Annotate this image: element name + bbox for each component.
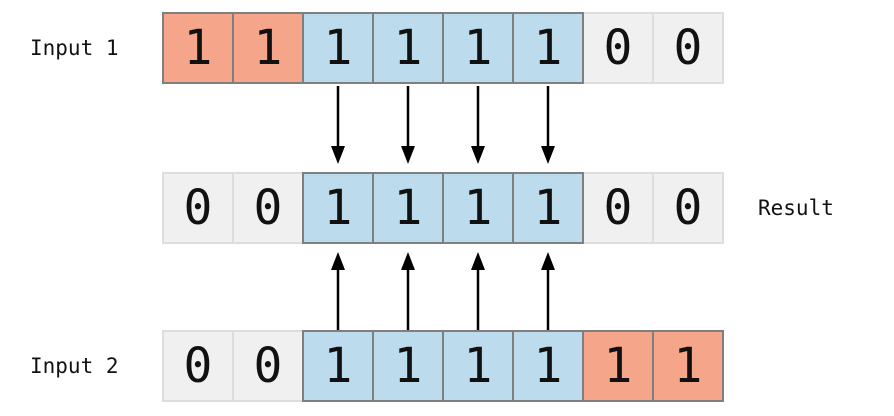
up-arrow: [471, 252, 485, 330]
bit-cell-result-0: 0: [162, 172, 234, 244]
bit-cell-input1-0: 1: [162, 12, 234, 84]
bit-cell-result-7: 0: [652, 172, 724, 244]
bit-cell-input1-2: 1: [302, 12, 374, 84]
bit-cell-input1-3: 1: [372, 12, 444, 84]
bit-cell-input1-7: 0: [652, 12, 724, 84]
bit-cell-input2-5: 1: [512, 330, 584, 402]
bit-cell-input2-7: 1: [652, 330, 724, 402]
down-arrow: [401, 86, 415, 164]
bit-cell-result-1: 0: [232, 172, 304, 244]
row-label-input1: Input 1: [30, 36, 119, 60]
bit-cell-input2-1: 0: [232, 330, 304, 402]
bit-cell-input1-6: 0: [582, 12, 654, 84]
bit-cell-input2-4: 1: [442, 330, 514, 402]
bit-cell-input2-0: 0: [162, 330, 234, 402]
up-arrow: [401, 252, 415, 330]
bit-cell-result-6: 0: [582, 172, 654, 244]
bit-cell-input2-6: 1: [582, 330, 654, 402]
down-arrow: [331, 86, 345, 164]
bit-cell-input1-5: 1: [512, 12, 584, 84]
bit-cell-input1-4: 1: [442, 12, 514, 84]
bit-cell-result-5: 1: [512, 172, 584, 244]
row-label-input2: Input 2: [30, 354, 119, 378]
bit-cell-input2-2: 1: [302, 330, 374, 402]
up-arrow: [541, 252, 555, 330]
up-arrow: [331, 252, 345, 330]
down-arrow: [541, 86, 555, 164]
bit-cell-input2-3: 1: [372, 330, 444, 402]
bit-cell-result-3: 1: [372, 172, 444, 244]
down-arrow: [471, 86, 485, 164]
row-label-result: Result: [758, 196, 834, 220]
bit-cell-result-2: 1: [302, 172, 374, 244]
bit-cell-result-4: 1: [442, 172, 514, 244]
bit-cell-input1-1: 1: [232, 12, 304, 84]
